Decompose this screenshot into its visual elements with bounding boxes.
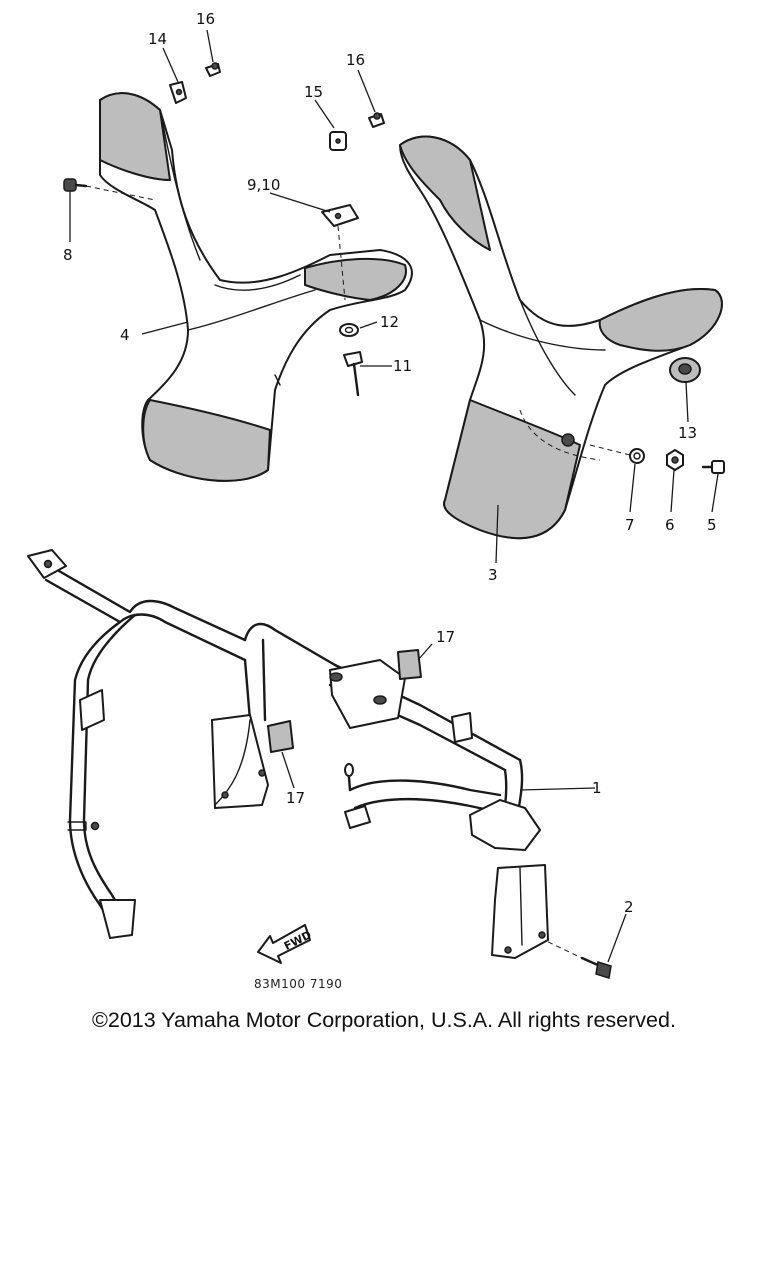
nut-part-6 <box>666 449 684 471</box>
left-leg-shield-part <box>99 92 413 482</box>
callout-11: 11 <box>393 357 412 375</box>
frame-stay-part <box>27 549 549 959</box>
bolt-part-5 <box>701 460 725 474</box>
leader-lines <box>69 29 719 963</box>
callout-16-right: 16 <box>346 51 365 69</box>
drawing-code: 83M100 7190 <box>254 977 342 991</box>
callout-4: 4 <box>120 326 130 344</box>
clip-part-14 <box>169 81 187 104</box>
washer-part-12 <box>339 323 359 337</box>
callout-17-right: 17 <box>436 628 455 646</box>
callout-9-10: 9,10 <box>247 176 280 194</box>
washer-part-7 <box>629 448 645 464</box>
screw-part-8 <box>63 178 88 192</box>
pad-part-17b <box>267 720 294 753</box>
screw-part-16a <box>205 62 221 77</box>
pad-part-17a <box>397 649 422 680</box>
callout-labels: 1 2 3 4 5 6 7 8 9,10 11 12 13 14 15 16 1… <box>63 10 717 916</box>
callout-16-top: 16 <box>196 10 215 28</box>
bracket-part-9-10 <box>321 204 359 227</box>
screw-part-16b <box>368 112 385 128</box>
callout-8: 8 <box>63 246 73 264</box>
callout-6: 6 <box>665 516 675 534</box>
callout-14: 14 <box>148 30 167 48</box>
grommet-part-13 <box>669 357 701 383</box>
pad-part-15 <box>329 131 347 151</box>
callout-15: 15 <box>304 83 323 101</box>
rivet-part-11 <box>343 351 363 397</box>
callout-13: 13 <box>678 424 697 442</box>
callout-12: 12 <box>380 313 399 331</box>
right-leg-shield-part <box>399 135 723 540</box>
callout-7: 7 <box>625 516 635 534</box>
callout-3: 3 <box>488 566 498 584</box>
forward-direction-arrow: FWD <box>257 924 313 964</box>
callout-2: 2 <box>624 898 634 916</box>
callout-1: 1 <box>592 779 602 797</box>
bolt-part-2 <box>580 956 612 979</box>
copyright-notice: ©2013 Yamaha Motor Corporation, U.S.A. A… <box>92 1008 676 1032</box>
callout-17-left: 17 <box>286 789 305 807</box>
parts-exploded-diagram: FWD 1 2 3 4 5 6 7 8 9,10 11 12 13 14 <box>27 10 725 991</box>
callout-5: 5 <box>707 516 717 534</box>
